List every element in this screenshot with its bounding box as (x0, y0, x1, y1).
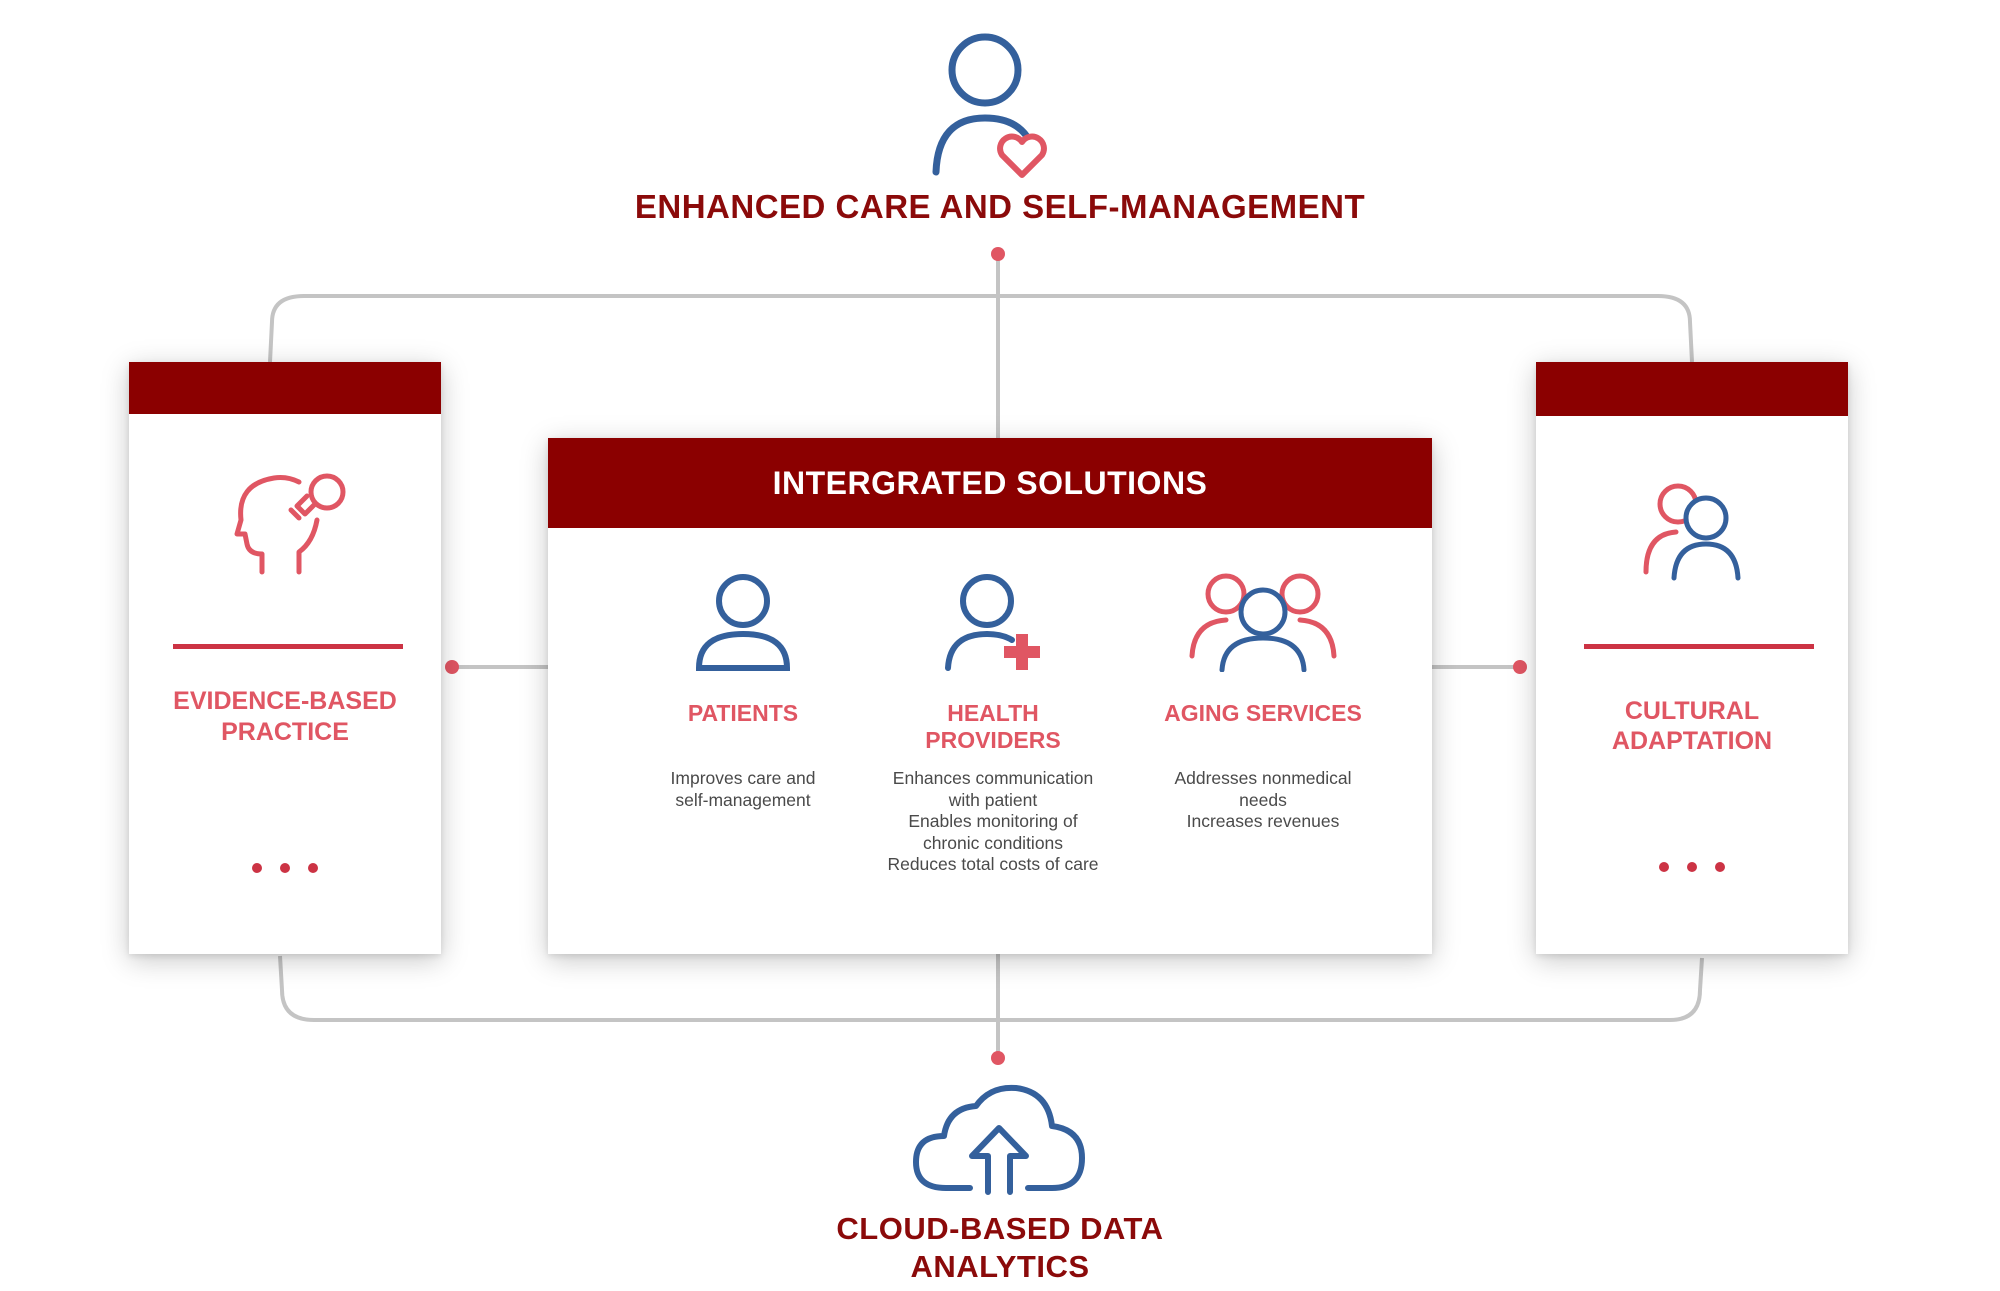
left-card-label-line2: PRACTICE (221, 718, 349, 746)
desc-line: self-management (675, 789, 811, 810)
right-card-divider (1584, 644, 1814, 649)
desc-line: Improves care and (670, 768, 816, 788)
bottom-connector-dot (991, 1051, 1005, 1065)
top-connector-dot (991, 247, 1005, 261)
center-card: INTERGRATED SOLUTIONS PATIENTS Improves … (548, 438, 1432, 954)
desc-line: needs (1239, 789, 1287, 810)
right-card-label-line2: ADAPTATION (1611, 727, 1773, 755)
right-card-label-line1: CULTURAL (1624, 697, 1760, 725)
left-card: EVIDENCE-BASED PRACTICE (129, 362, 441, 954)
group-icon (1189, 573, 1337, 672)
desc-line: Addresses nonmedical (1174, 768, 1352, 788)
bottom-section: CLOUD-BASED DATA ANALYTICS (600, 1080, 1400, 1284)
desc-line: with patient (948, 789, 1038, 810)
right-card-more-dots[interactable] (1536, 859, 1848, 877)
left-card-more-dots[interactable] (129, 860, 441, 878)
column-health-providers: HEALTH PROVIDERS Enhances communication … (858, 438, 1128, 954)
user-icon (695, 574, 791, 671)
bottom-connector-frame (278, 955, 1704, 1022)
desc-line: Reduces total costs of care (887, 854, 1099, 874)
user-heart-icon (932, 33, 1047, 178)
left-connector-dot (445, 660, 459, 674)
left-card-label-line1: EVIDENCE-BASED (173, 687, 397, 715)
right-card: CULTURAL ADAPTATION (1536, 362, 1848, 954)
top-section: ENHANCED CARE AND SELF-MANAGEMENT (600, 20, 1400, 240)
right-card-header (1536, 362, 1848, 416)
two-users-icon (1643, 483, 1741, 581)
top-connector-frame (268, 294, 1694, 363)
desc-line: Enhances communication (892, 768, 1094, 788)
head-lightbulb-icon (234, 473, 346, 575)
column-aging-services-title-line1: AGING SERVICES (1164, 700, 1362, 726)
left-card-header (129, 362, 441, 414)
right-connector-dot (1513, 660, 1527, 674)
column-patients-desc: Improves care and self-management (608, 768, 878, 811)
center-card-title: INTERGRATED SOLUTIONS (772, 465, 1208, 501)
column-health-providers-title-line1: HEALTH (947, 700, 1039, 726)
center-card-header (548, 438, 1432, 528)
desc-line: chronic conditions (922, 832, 1064, 853)
column-patients-title-line1: PATIENTS (687, 700, 799, 726)
user-plus-icon (945, 574, 1040, 671)
desc-line: Enables monitoring of (908, 811, 1078, 831)
desc-line: Increases revenues (1186, 811, 1340, 831)
column-aging-services: AGING SERVICES Addresses nonmedical need… (1128, 438, 1398, 954)
cloud-upload-icon (913, 1084, 1085, 1195)
left-card-divider (173, 644, 403, 649)
column-health-providers-title-line2: PROVIDERS (925, 727, 1061, 753)
column-aging-services-desc: Addresses nonmedical needs Increases rev… (1128, 768, 1398, 833)
bottom-heading-line1: CLOUD-BASED DATA (836, 1211, 1164, 1246)
column-health-providers-desc: Enhances communication with patient Enab… (858, 768, 1128, 876)
top-heading: ENHANCED CARE AND SELF-MANAGEMENT (634, 188, 1366, 225)
column-patients: PATIENTS Improves care and self-manageme… (608, 438, 878, 954)
bottom-heading-line2: ANALYTICS (910, 1249, 1090, 1284)
